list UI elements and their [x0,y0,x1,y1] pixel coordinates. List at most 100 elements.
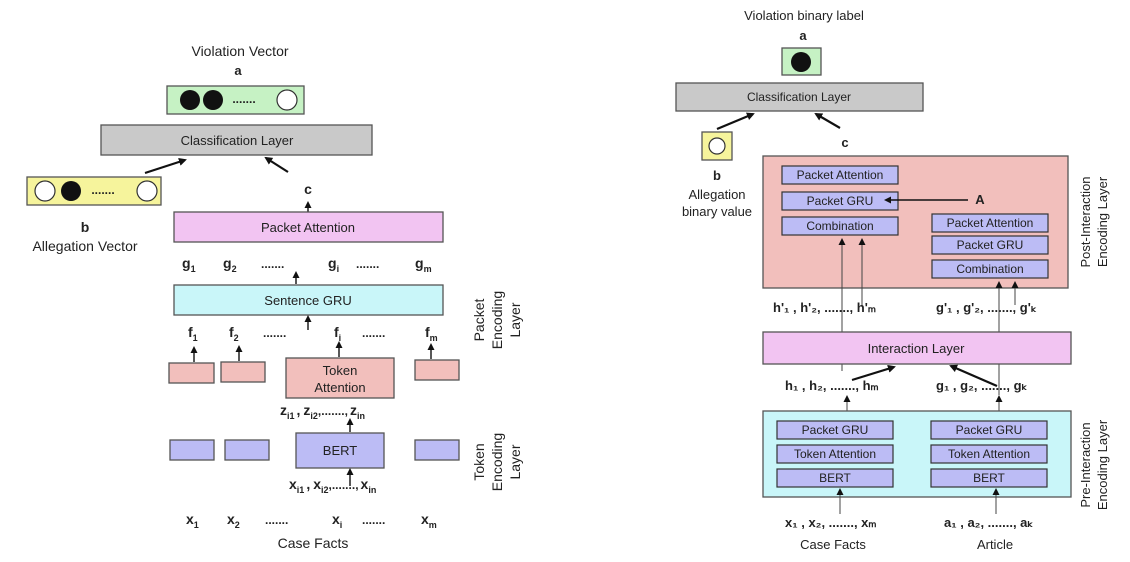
svg-text:Packet: Packet [471,298,487,341]
packet-attention-label: Packet Attention [261,220,355,235]
violation-binary-label-title: Violation binary label [744,8,864,23]
violation-dot-filled-1 [180,90,200,110]
pre-left-token-attention [776,444,894,464]
token-attention-box-1 [168,362,215,384]
token-attention-label-1: Token [323,363,358,378]
svg-text:Post-Interaction: Post-Interaction [1078,176,1093,267]
svg-text:Encoding Layer: Encoding Layer [1095,419,1110,510]
bert-box-m [414,439,460,461]
x-i: xi [332,511,342,530]
pre-interaction-layer-label: Pre-Interaction Encoding Layer [1078,419,1110,510]
packet-attention-box [173,211,444,243]
violation-letter-a-right: a [799,28,807,43]
allegation-binary-title-2: binary value [682,204,752,219]
x-row-right: x₁ , x₂, ......., xₘ [785,515,877,530]
allegation-dot-empty-1 [34,180,56,202]
allegation-letter-b-right: b [713,168,721,183]
svg-text:Encoding: Encoding [489,433,505,491]
violation-vector-title: Violation Vector [191,43,288,59]
arrow-c-to-classification [264,156,289,173]
pre-left-packet-gru-label: Packet GRU [802,423,869,437]
post-left-packet-attention-label: Packet Attention [797,168,884,182]
bert-box-main [295,432,385,469]
f-ellipsis-2: ....... [362,326,385,340]
x-2: x2 [227,511,240,530]
post-right-packet-attention [931,213,1049,233]
classification-layer-box [100,124,373,156]
left-diagram: Violation Vector a ....... Classificatio… [26,43,523,551]
article-label: Article [977,537,1013,552]
c-label-right: c [841,135,848,150]
allegation-dot-filled [61,181,81,201]
arrow-allegation-to-classification [144,158,187,175]
sentence-gru-box [173,284,444,316]
pre-left-packet-gru [776,420,894,440]
g-m: gm [415,255,432,274]
x-ellipsis-2: ....... [362,513,385,527]
svg-text:Layer: Layer [507,444,523,479]
post-right-packet-attention-label: Packet Attention [947,216,1034,230]
svg-text:Token: Token [471,443,487,480]
z-row: zi1,zi2,.......,zin [280,402,365,421]
classification-layer-box-right [675,82,924,112]
g-1: g1 [182,255,196,274]
A-label: A [975,192,985,207]
token-encoding-layer-label: Token Encoding Layer [471,433,523,491]
xi-row: xi1,xi2,.......,xin [289,476,376,495]
g-ellipsis-2: ....... [356,257,379,271]
f-row: f1 f2 ....... fi ....... fm [188,324,438,343]
classification-layer-label-right: Classification Layer [747,90,851,104]
bert-box-2 [224,439,270,461]
token-attention-label-2: Attention [314,380,365,395]
svg-text:Pre-Interaction: Pre-Interaction [1078,422,1093,507]
x-1: x1 [186,511,199,530]
post-left-packet-gru [781,191,899,211]
pre-right-bert-label: BERT [973,471,1005,485]
g-prime-row: g'₁ , g'₂, ......., g'ₖ [936,300,1037,315]
bert-box-1 [169,439,215,461]
pre-right-token-attention-label: Token Attention [948,447,1030,461]
case-facts-label: Case Facts [278,535,349,551]
arrow-allegation-to-classification-right [716,112,755,131]
a-row: a₁ , a₂, ......., aₖ [944,515,1033,530]
token-attention-box-m [414,359,460,381]
right-diagram: Violation binary label a Classification … [675,8,1110,552]
pre-left-token-attention-label: Token Attention [794,447,876,461]
f-i: fi [334,324,341,343]
violation-dot-empty [276,89,298,111]
svg-text:Layer: Layer [507,302,523,337]
g-row-right: g₁ , g₂, ......., gₖ [936,378,1028,393]
post-right-packet-gru [931,235,1049,255]
token-attention-box-2 [220,361,266,383]
f-1: f1 [188,324,198,343]
f-2: f2 [229,324,239,343]
arrow-c-to-classification-right [814,112,841,129]
arrow-h-to-interaction [851,364,896,382]
h-prime-row: h'₁ , h'₂, ......., h'ₘ [773,300,876,315]
allegation-ellipsis: ....... [91,183,114,197]
g-2: g2 [223,255,237,274]
svg-text:Encoding Layer: Encoding Layer [1095,176,1110,267]
c-label: c [304,181,312,197]
pre-left-bert-label: BERT [819,471,851,485]
post-right-packet-gru-label: Packet GRU [957,238,1024,252]
allegation-binary-title-1: Allegation [688,187,745,202]
h-row: h₁ , h₂, ......., hₘ [785,378,879,393]
interaction-layer-label: Interaction Layer [868,341,966,356]
post-left-packet-attention [781,165,899,185]
post-left-packet-gru-label: Packet GRU [807,194,874,208]
arrow-g-to-interaction [949,364,998,388]
interaction-layer-box [762,331,1072,365]
post-interaction-layer-label: Post-Interaction Encoding Layer [1078,176,1110,267]
pre-right-bert [930,468,1048,488]
allegation-letter-b: b [81,219,90,235]
x-m: xm [421,511,437,530]
x-ellipsis-1: ....... [265,513,288,527]
violation-letter-a: a [234,63,242,78]
post-left-combination-label: Combination [806,219,873,233]
svg-text:Encoding: Encoding [489,291,505,349]
allegation-dot-empty-2 [136,180,158,202]
post-left-combination [781,216,899,236]
g-i: gi [328,255,339,274]
